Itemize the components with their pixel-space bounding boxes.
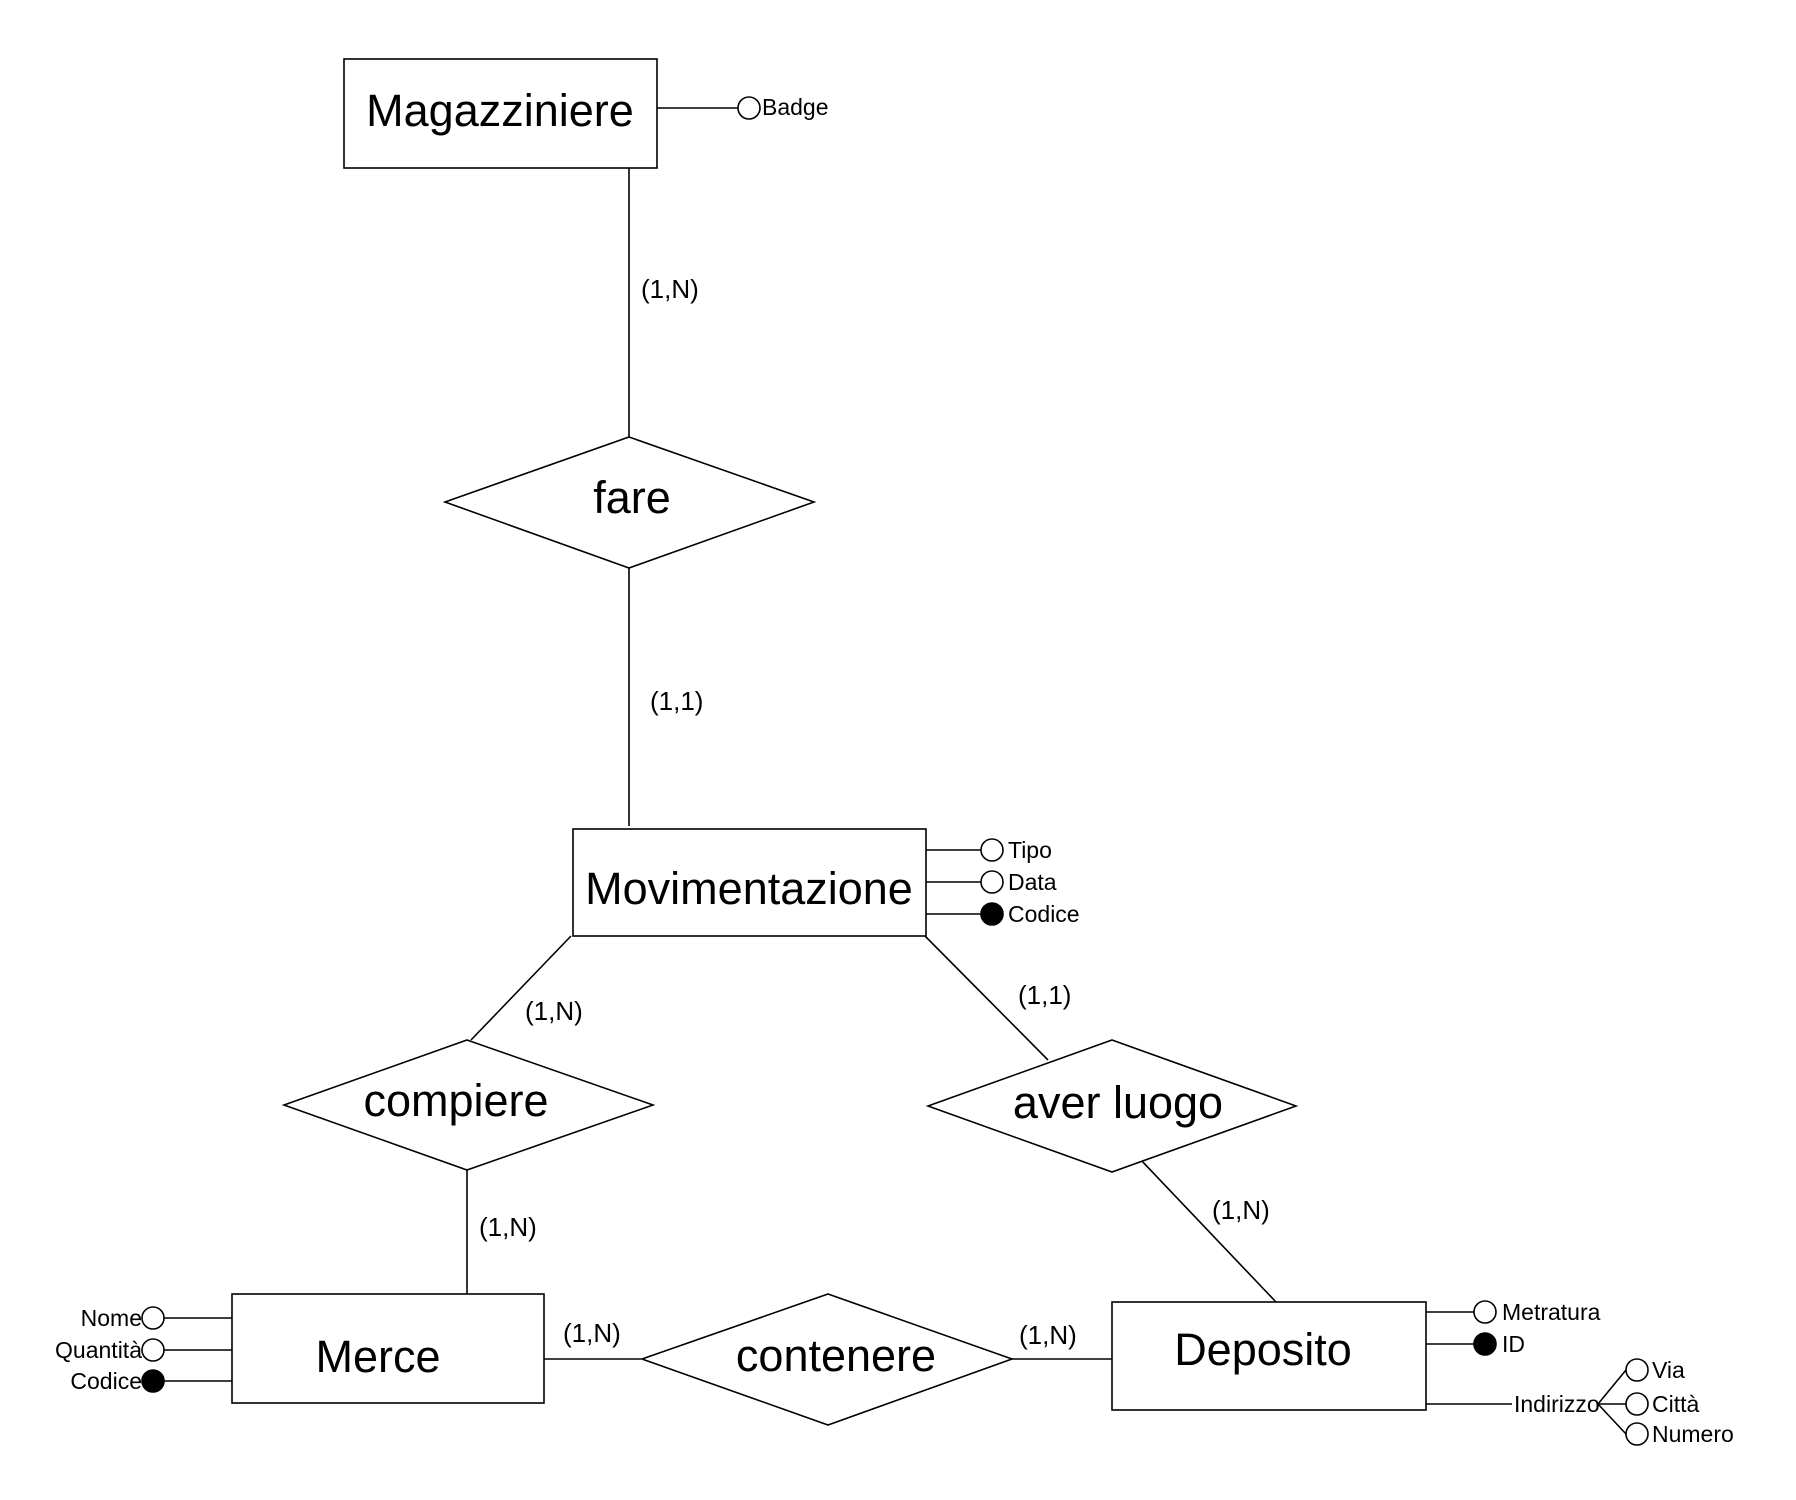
card-fare-magazziniere: (1,N) — [641, 274, 699, 304]
relationship-fare-label: fare — [593, 472, 671, 523]
relationship-fare-diamond — [442, 436, 817, 569]
attr-codice-merce-key-marker — [141, 1369, 165, 1393]
relationship-aver-luogo-diamond — [925, 1039, 1299, 1173]
attr-id-label: ID — [1502, 1331, 1525, 1357]
attributes-deposito: Metratura ID Indirizzo Via Città Numero — [1473, 1299, 1734, 1447]
entity-magazziniere[interactable]: Magazziniere — [343, 58, 658, 169]
attr-tipo-marker — [980, 838, 1004, 862]
attributes-movimentazione: Tipo Data Codice — [980, 837, 1080, 927]
relationship-compiere-label: compiere — [363, 1075, 548, 1126]
attr-quantita-label: Quantità — [55, 1337, 142, 1363]
attr-metratura-marker — [1473, 1300, 1497, 1324]
relationship-contenere[interactable]: contenere — [639, 1293, 1015, 1426]
attr-via-marker — [1625, 1358, 1649, 1382]
line-movimentazione-averluogo — [924, 935, 1049, 1061]
entity-magazziniere-box — [343, 58, 658, 169]
entity-movimentazione-label: Movimentazione — [585, 863, 913, 914]
attr-badge-label: Badge — [762, 94, 829, 120]
cardinalities: (1,N) (1,1) (1,N) (1,N) (1,1) (1,N) (1,N… — [479, 274, 1270, 1350]
relationship-aver-luogo-label: aver luogo — [1013, 1077, 1223, 1128]
connectors — [164, 107, 1627, 1435]
attr-data-label: Data — [1008, 869, 1057, 895]
attributes-magazziniere: Badge — [737, 94, 829, 120]
relationship-contenere-diamond — [639, 1293, 1015, 1426]
relationship-compiere[interactable]: compiere — [281, 1039, 656, 1171]
attr-citta-label: Città — [1652, 1391, 1700, 1417]
attr-numero-marker — [1625, 1422, 1649, 1446]
attr-badge-marker — [737, 96, 761, 120]
attr-indirizzo-label: Indirizzo — [1514, 1391, 1600, 1417]
entity-deposito-label: Deposito — [1174, 1324, 1352, 1375]
attr-codice-merce-label: Codice — [70, 1368, 142, 1394]
relationship-aver-luogo[interactable]: aver luogo — [925, 1039, 1299, 1173]
attr-quantita-marker — [141, 1338, 165, 1362]
attr-codice-mov-label: Codice — [1008, 901, 1080, 927]
entity-movimentazione-box — [572, 828, 927, 937]
entity-deposito[interactable]: Deposito — [1111, 1301, 1427, 1411]
relationship-fare[interactable]: fare — [442, 436, 817, 569]
attr-nome-marker — [141, 1306, 165, 1330]
attr-numero-label: Numero — [1652, 1421, 1734, 1447]
card-averluogo-movimentazione: (1,1) — [1018, 980, 1071, 1010]
line-averluogo-deposito — [1138, 1157, 1277, 1303]
attr-via-label: Via — [1652, 1357, 1685, 1383]
relationship-contenere-label: contenere — [736, 1330, 936, 1381]
card-averluogo-deposito: (1,N) — [1212, 1195, 1270, 1225]
attr-metratura-label: Metratura — [1502, 1299, 1601, 1325]
attr-codice-mov-key-marker — [980, 902, 1004, 926]
entity-movimentazione[interactable]: Movimentazione — [572, 828, 927, 937]
attr-tipo-label: Tipo — [1008, 837, 1052, 863]
card-compiere-movimentazione: (1,N) — [525, 996, 583, 1026]
attr-nome-label: Nome — [81, 1305, 142, 1331]
entity-merce-box — [231, 1293, 545, 1404]
relationship-compiere-diamond — [281, 1039, 656, 1171]
attr-id-key-marker — [1473, 1332, 1497, 1356]
card-compiere-merce: (1,N) — [479, 1212, 537, 1242]
card-contenere-deposito: (1,N) — [1019, 1320, 1077, 1350]
attributes-merce: Nome Quantità Codice — [55, 1305, 165, 1394]
stub-via — [1597, 1369, 1627, 1405]
stub-numero — [1597, 1403, 1627, 1435]
entity-deposito-box — [1111, 1301, 1427, 1411]
attr-citta-marker — [1625, 1392, 1649, 1416]
entity-magazziniere-label: Magazziniere — [366, 85, 634, 136]
attr-data-marker — [980, 870, 1004, 894]
entity-merce-label: Merce — [315, 1331, 440, 1382]
entity-merce[interactable]: Merce — [231, 1293, 545, 1404]
line-movimentazione-compiere — [470, 935, 572, 1041]
card-contenere-merce: (1,N) — [563, 1318, 621, 1348]
card-fare-movimentazione: (1,1) — [650, 686, 703, 716]
